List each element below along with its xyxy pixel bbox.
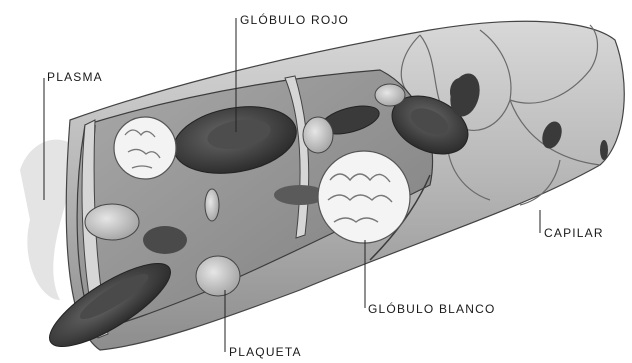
- platelet: [375, 84, 405, 106]
- label-globulo-blanco: GLÓBULO BLANCO: [368, 302, 496, 316]
- label-globulo-rojo: GLÓBULO ROJO: [240, 13, 349, 27]
- platelet: [196, 256, 240, 296]
- label-capilar: CAPILAR: [544, 226, 604, 240]
- platelet: [85, 204, 139, 240]
- label-plasma: PLASMA: [47, 70, 103, 84]
- endothelial-nucleus: [600, 140, 608, 160]
- label-plaqueta: PLAQUETA: [229, 345, 302, 359]
- platelet: [303, 117, 333, 153]
- white-blood-cell-small: [114, 117, 176, 179]
- white-blood-cell-large: [318, 151, 410, 243]
- platelet: [205, 189, 219, 221]
- red-blood-cell: [143, 226, 187, 254]
